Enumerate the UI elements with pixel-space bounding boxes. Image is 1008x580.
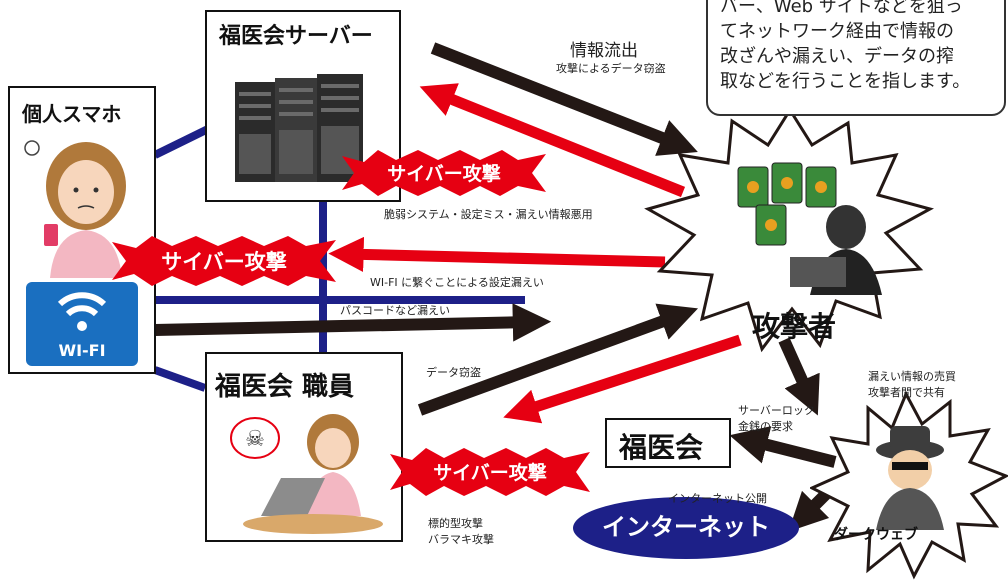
info-callout: バー、Web サイトなどを狙っ てネットワーク経由で情報の 改ざんや漏えい、デー… [706, 0, 1006, 116]
svg-text:☠: ☠ [245, 427, 265, 452]
malware-tablets-icon [737, 162, 837, 246]
info-line-4: 取などを行うことを指します。 [720, 71, 971, 92]
arrow-staff-to-attacker [417, 303, 699, 416]
attacker-label: 攻撃者 [752, 310, 837, 343]
ransom-label-1: サーバーロック [738, 404, 815, 417]
fukuikai-box: 福医会 [605, 418, 731, 468]
worried-woman-icon [24, 140, 126, 278]
hacker-icon [790, 205, 882, 295]
wifi-label: WI-FI [58, 341, 106, 360]
trade-label-1: 漏えい情報の売買 [868, 370, 956, 383]
smartphone-title: 個人スマホ [22, 102, 122, 126]
attacker-burst [644, 107, 935, 353]
info-line-3: 改ざんや漏えい、データの搾 [720, 46, 954, 67]
leak-title: 情報流出 [570, 41, 638, 61]
info-line-1: バー、Web サイトなどを狙っ [720, 0, 963, 17]
darkweb-burst [810, 390, 1008, 580]
burst-phone-text: サイバー攻撃 [161, 250, 287, 274]
wifi-badge: WI-FI [26, 282, 138, 366]
info-line-2: てネットワーク経由で情報の [720, 21, 954, 42]
burst-server-attack: サイバー攻撃 [342, 150, 546, 196]
burst-staff-attack: サイバー攻撃 [390, 448, 590, 496]
arrow-darkweb-to-fukuikai [729, 426, 837, 468]
leak-subtitle: 攻撃によるデータ窃盗 [556, 62, 666, 75]
burst-phone-attack: サイバー攻撃 [112, 236, 336, 286]
arrow-server-to-attacker [430, 42, 698, 156]
arrow-phone-to-attacker [154, 303, 552, 342]
wifi-icon [57, 292, 107, 331]
internet-ellipse [573, 497, 799, 559]
arrow-attacker-to-darkweb [778, 337, 820, 416]
spy-icon [876, 426, 944, 530]
arrow-attacker-to-staff [503, 334, 742, 424]
staff-title: 福医会 職員 [215, 372, 355, 402]
darkweb-label: ダークウェブ [834, 527, 918, 543]
line-phone-staff [153, 366, 207, 392]
stressed-staff-icon: ☠ [230, 414, 383, 534]
server-title: 福医会サーバー [219, 24, 373, 49]
publish-label: インターネット公開 [668, 492, 767, 505]
targeted-attack-label: 標的型攻撃 [428, 517, 483, 530]
ransom-label-2: 金銭の要求 [738, 420, 793, 433]
staff-box: 福医会 職員 ☠ [205, 352, 403, 542]
smartphone-box: 個人スマホ WI-FI [8, 86, 156, 374]
trade-label-2: 攻撃者間で共有 [868, 386, 945, 399]
password-leak-label: パスコードなど漏えい [340, 304, 450, 317]
arrow-attacker-to-phone [328, 236, 666, 273]
arrow-attacker-to-server [419, 83, 686, 198]
server-box: 福医会サーバー [205, 10, 401, 202]
vuln-label: 脆弱システム・設定ミス・漏えい情報悪用 [384, 208, 593, 221]
burst-staff-text: サイバー攻撃 [433, 461, 547, 484]
burst-server-text: サイバー攻撃 [387, 162, 501, 185]
line-phone-server [153, 124, 212, 159]
internet-label: インターネット [602, 513, 770, 541]
data-theft-label: データ窃盗 [426, 366, 481, 379]
fukuikai-label: 福医会 [619, 431, 704, 464]
scatter-attack-label: バラマキ攻撃 [428, 533, 494, 546]
wifi-leak-label: WI-FI に繋ぐことによる設定漏えい [370, 276, 544, 289]
